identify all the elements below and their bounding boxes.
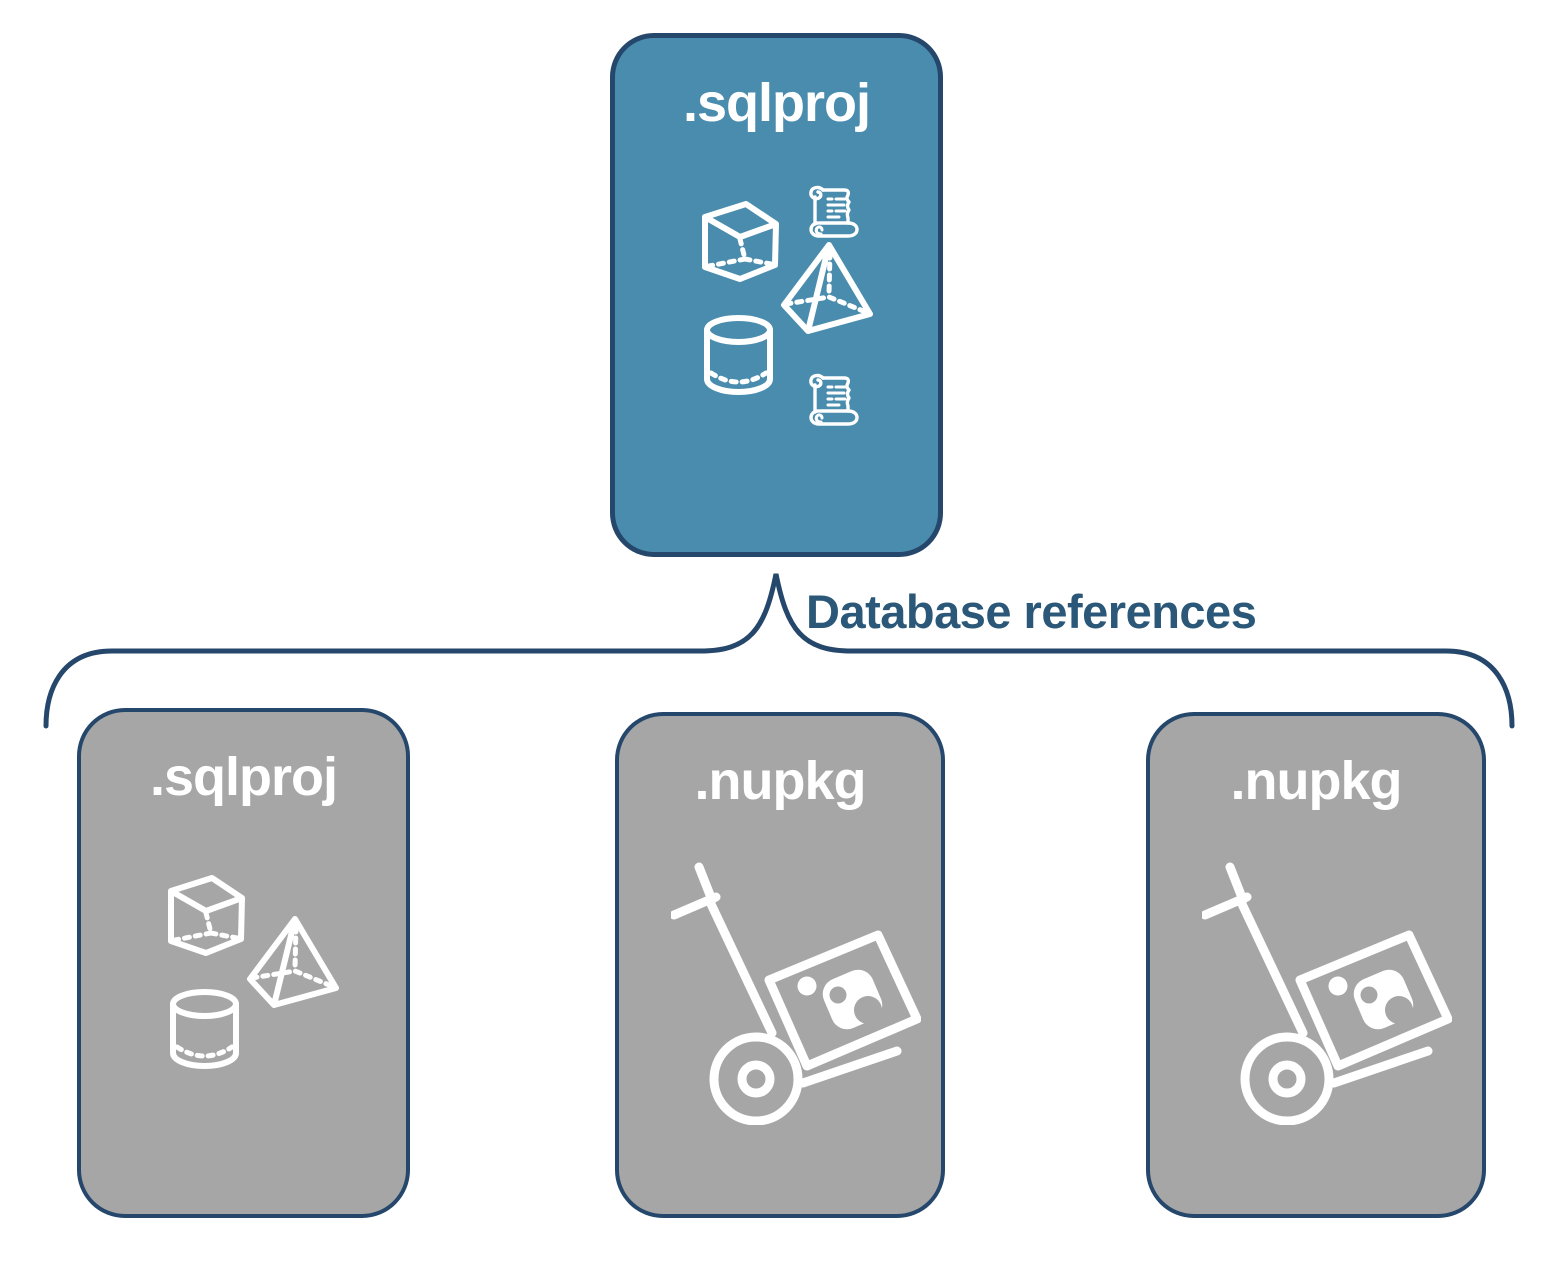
- node-nupkg-1: .nupkg: [615, 712, 945, 1218]
- node-nupkg-2: .nupkg: [1146, 712, 1486, 1218]
- script-scroll-icon: [802, 365, 866, 429]
- node-title: .nupkg: [694, 751, 867, 811]
- geometry-shapes-icon: [166, 867, 346, 1077]
- node-title: .sqlproj: [149, 747, 338, 807]
- package-dolly-icon: [671, 862, 921, 1125]
- node-title: .nupkg: [1230, 751, 1403, 811]
- connector-label: Database references: [806, 585, 1257, 638]
- package-dolly-icon: [1202, 862, 1452, 1125]
- node-sqlproj-root: .sqlproj: [610, 33, 943, 557]
- node-sqlproj-child: .sqlproj: [77, 708, 410, 1218]
- node-title: .sqlproj: [682, 73, 871, 133]
